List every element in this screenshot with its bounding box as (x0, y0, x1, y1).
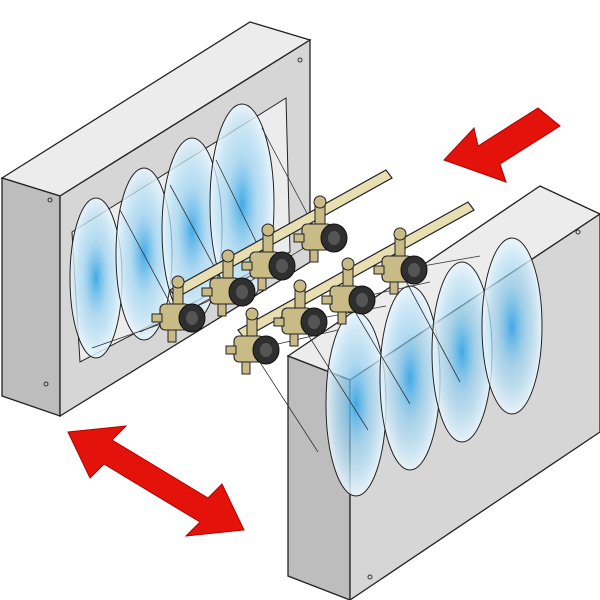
spray-pattern (326, 312, 386, 496)
spray-pattern (482, 238, 542, 414)
spray-pattern (70, 198, 122, 358)
left-panel-side (2, 178, 60, 416)
spray-pattern (380, 286, 440, 470)
double-arrow-icon (68, 426, 244, 536)
arrow-icon (444, 108, 560, 182)
